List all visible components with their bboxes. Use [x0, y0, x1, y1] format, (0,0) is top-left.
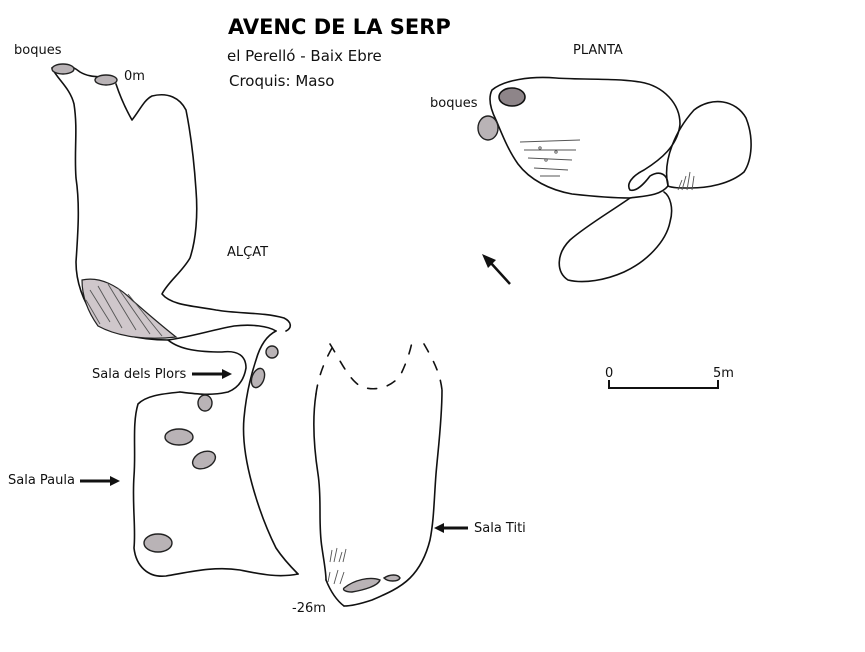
elevation-view-label: ALÇAT [227, 245, 268, 260]
plan-south-branch [558, 191, 673, 283]
floor-boulder [342, 577, 381, 593]
survey-author: Croquis: Maso [229, 72, 334, 90]
survey-title: AVENC DE LA SERP [228, 15, 451, 39]
boulder-2 [265, 345, 279, 359]
depth-bottom-label: -26m [292, 601, 326, 616]
boulder-5 [191, 450, 217, 470]
sala-titi-left-dashed [315, 347, 333, 395]
plan-talus-hatching [519, 139, 581, 177]
sala-titi-right-dashed [423, 343, 443, 391]
depth-top-label: 0m [124, 69, 145, 84]
shaft-left-wall [51, 67, 277, 341]
entrance-a-icon [51, 63, 75, 75]
sala-paula-label: Sala Paula [8, 473, 75, 488]
boulder-1 [250, 367, 266, 389]
plan-stalagmites-icon [677, 171, 695, 191]
plan-view-label: PLANTA [573, 43, 623, 58]
plan-view: PLANTA boques [430, 43, 752, 285]
sala-titi-left-wall [313, 393, 327, 581]
scale-start-label: 0 [605, 366, 613, 381]
floor-boulder-2 [382, 574, 401, 582]
plan-entrance-label: boques [430, 96, 478, 111]
sala-titi-arrow-icon [434, 523, 468, 533]
sala-paula-arrow-icon [80, 476, 120, 486]
boulder-3 [197, 394, 213, 412]
sala-titi-label: Sala Titi [474, 521, 526, 536]
sala-plors-arrow-icon [192, 369, 232, 379]
sala-titi-upper-dashed [329, 341, 413, 390]
elevation-view: boques 0m ALÇAT -26m Sala dels Plors Sal… [8, 43, 526, 616]
sala-titi-floor [325, 579, 345, 607]
plan-entrance-b-icon [477, 115, 499, 141]
plan-main-outline [489, 76, 681, 199]
passage-pillar-wall [242, 330, 299, 575]
scale-end-label: 5m [713, 366, 734, 381]
passage-lower-wall [167, 339, 247, 396]
scale-bar: 0 5m [605, 366, 734, 389]
plan-entrance-a-icon [498, 87, 526, 107]
boulder-4 [164, 428, 194, 446]
stalagmites-icon [327, 547, 347, 585]
shaft-right-wall [115, 83, 292, 332]
talus-hatching [85, 283, 163, 337]
entrance-b-icon [94, 74, 118, 86]
elevation-entrance-label: boques [14, 43, 62, 58]
sala-titi-right-wall [343, 389, 443, 607]
north-arrow-icon [482, 254, 511, 285]
talus-slope [81, 278, 178, 339]
boulder-6 [143, 533, 173, 553]
survey-location: el Perelló - Baix Ebre [227, 47, 382, 65]
plan-east-chamber [665, 100, 752, 189]
lower-chamber-wall [132, 391, 299, 577]
sala-plors-label: Sala dels Plors [92, 367, 186, 382]
